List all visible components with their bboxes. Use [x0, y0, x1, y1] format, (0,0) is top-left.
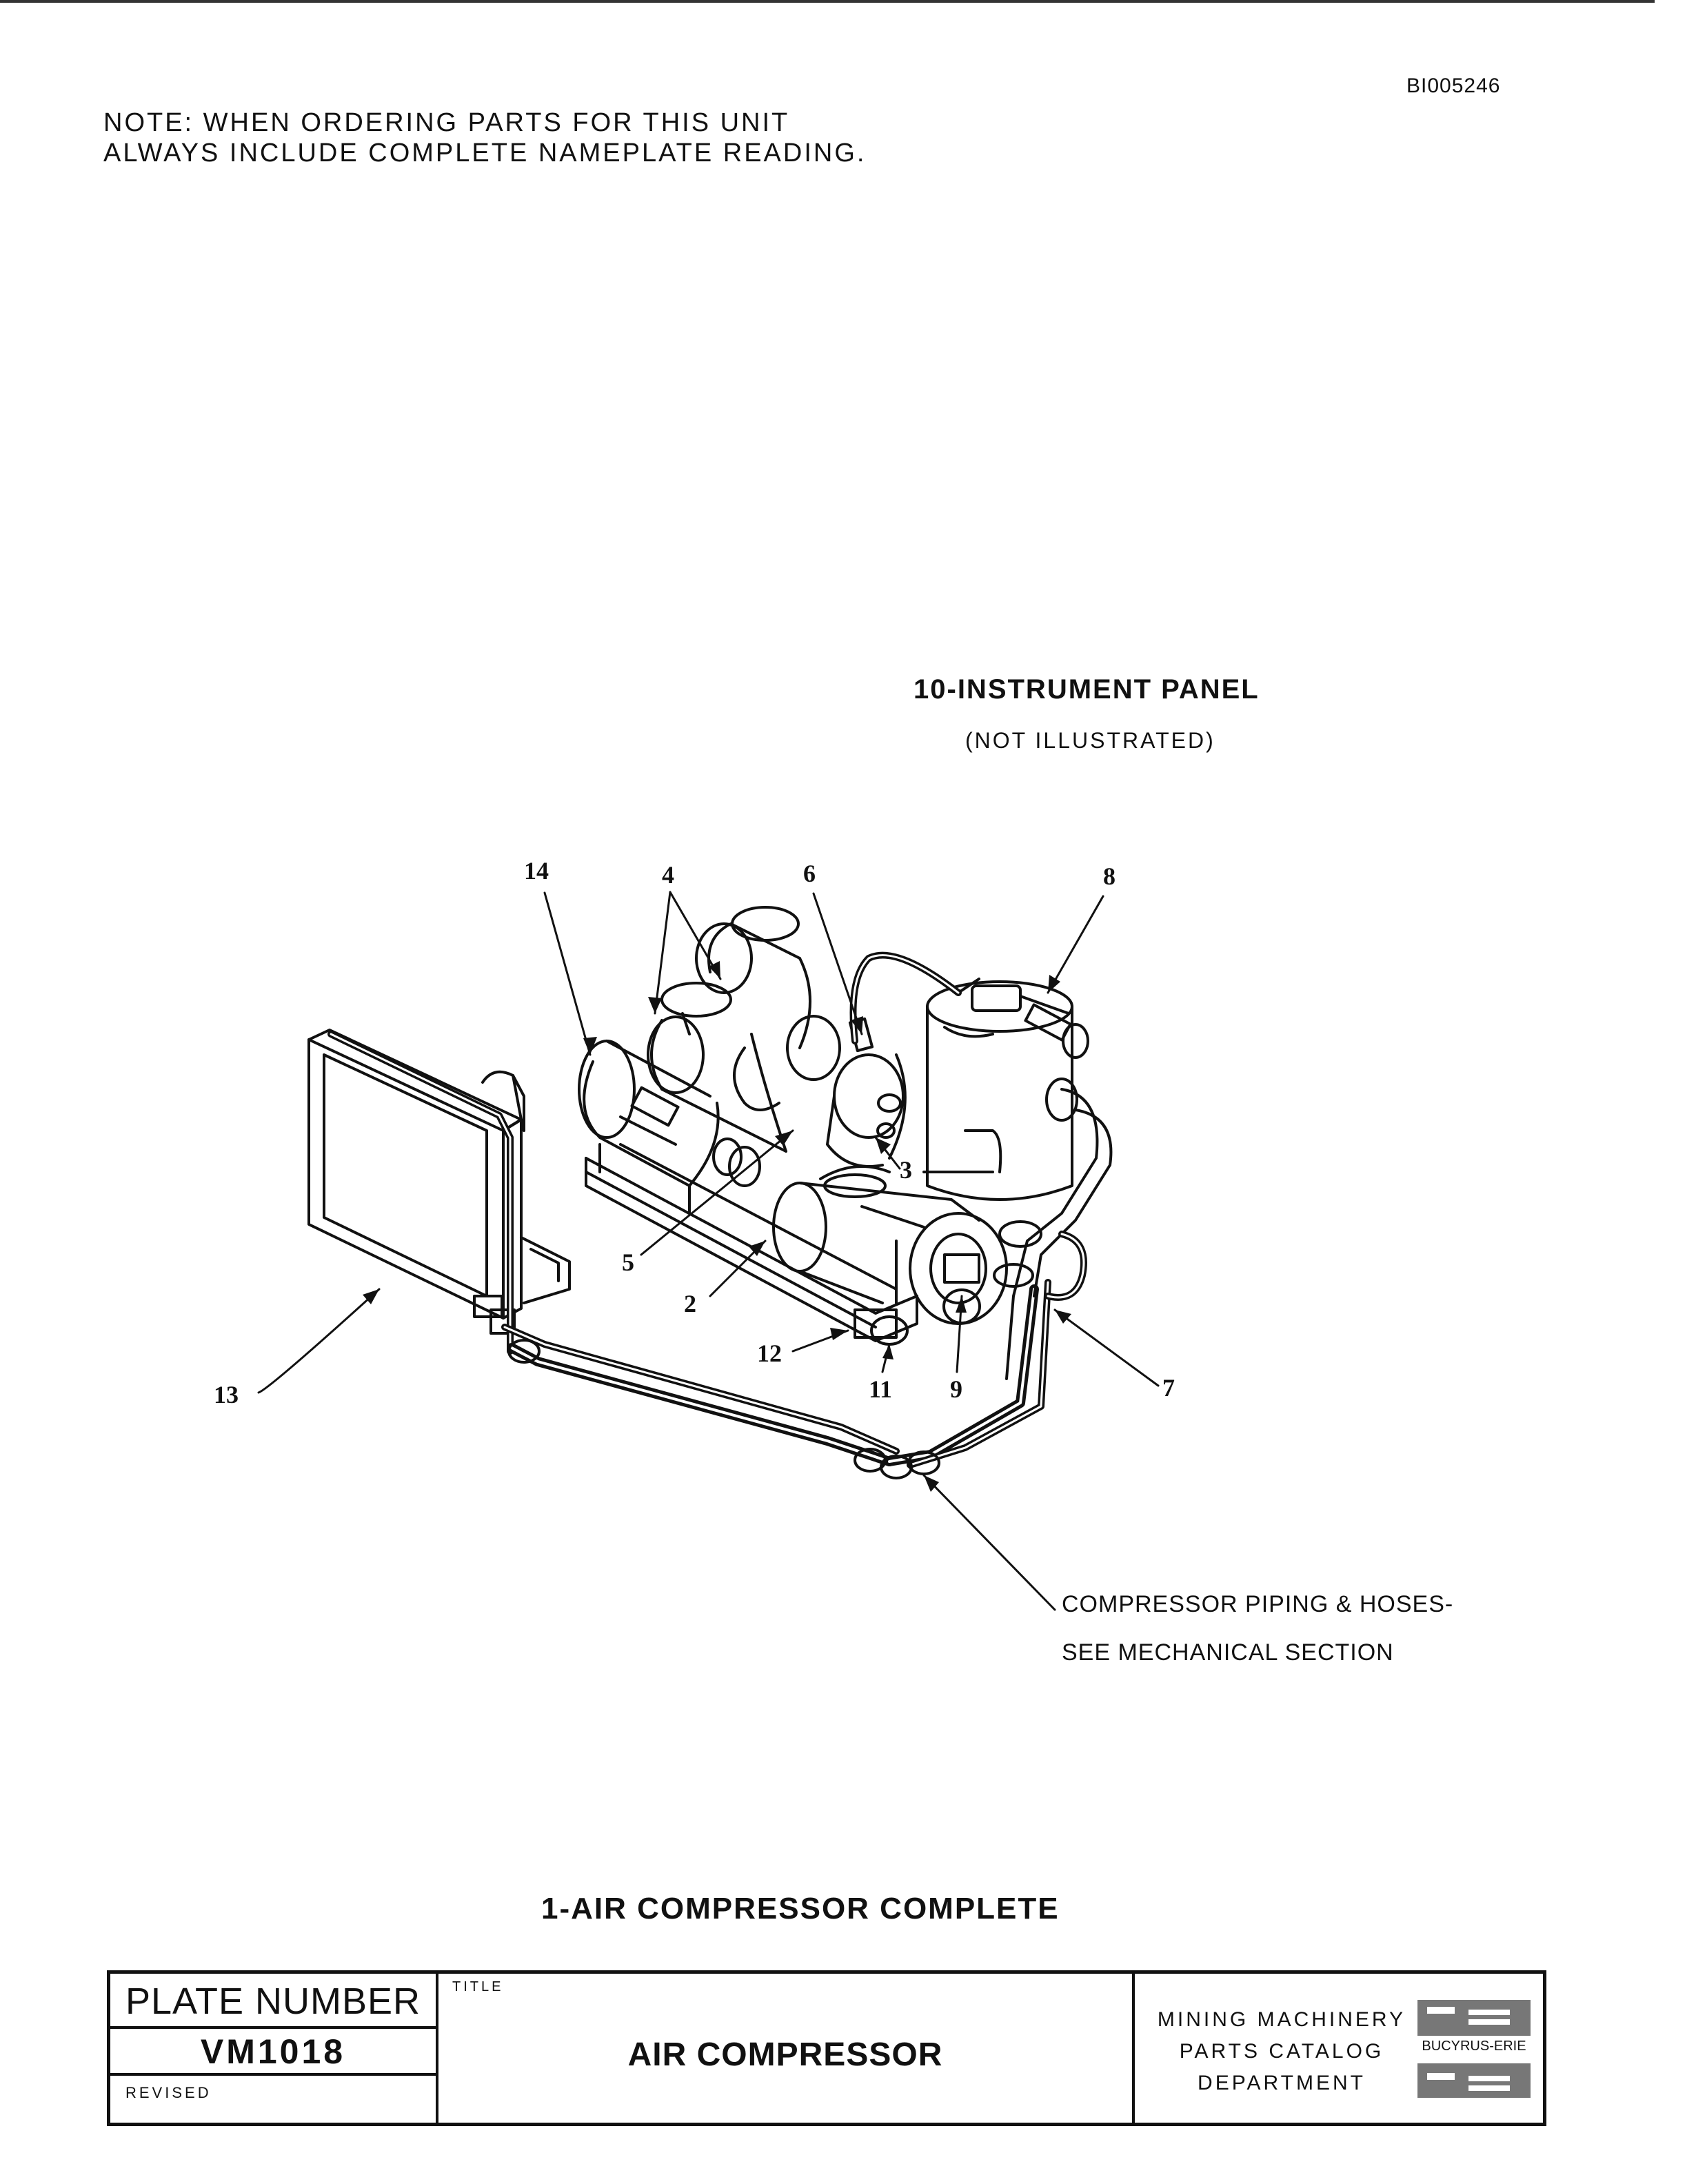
instrument-panel-title: 10-INSTRUMENT PANEL: [913, 674, 1260, 705]
callout-9: 9: [950, 1375, 962, 1403]
company-logo: BUCYRUS-ERIE: [1413, 1997, 1535, 2101]
piping-note-line-2: SEE MECHANICAL SECTION: [1062, 1639, 1394, 1666]
receiver-tank: [926, 978, 1089, 1201]
air-intake-filters: [647, 906, 841, 1153]
top-border-line: [0, 0, 1655, 3]
logo-text: BUCYRUS-ERIE: [1422, 2039, 1526, 2054]
ordering-note-line-2: ALWAYS INCLUDE COMPLETE NAMEPLATE READIN…: [103, 139, 867, 168]
cooler-radiator: [307, 1029, 571, 1335]
callout-4: 4: [662, 861, 674, 889]
document-title: AIR COMPRESSOR: [627, 2036, 943, 2073]
callout-13: 13: [214, 1381, 239, 1408]
callout-5: 5: [622, 1248, 634, 1276]
callout-6: 6: [803, 860, 816, 887]
callout-12: 12: [757, 1339, 782, 1367]
plate-number-section: PLATE NUMBER VM1018 REVISED: [110, 1974, 438, 2123]
department-line-2: PARTS CATALOG: [1179, 2040, 1384, 2063]
compressor-base-skid: [585, 1143, 918, 1342]
department-name: MINING MACHINERY PARTS CATALOG DEPARTMEN…: [1147, 2004, 1416, 2099]
ordering-note-line-1: NOTE: WHEN ORDERING PARTS FOR THIS UNIT: [103, 108, 790, 137]
callout-7: 7: [1162, 1374, 1175, 1402]
piping-note: COMPRESSOR PIPING & HOSES- SEE MECHANICA…: [1062, 1580, 1453, 1677]
department-line-3: DEPARTMENT: [1198, 2072, 1366, 2094]
instrument-panel-subtitle: (NOT ILLUSTRATED): [965, 728, 1215, 753]
piping-note-line-1: COMPRESSOR PIPING & HOSES-: [1062, 1591, 1454, 1617]
callout-3: 3: [900, 1156, 912, 1184]
callout-11: 11: [869, 1375, 893, 1403]
title-block: PLATE NUMBER VM1018 REVISED TITLE AIR CO…: [107, 1970, 1546, 2126]
logo-emblem-icon: [1417, 2000, 1531, 2098]
ordering-note: NOTE: WHEN ORDERING PARTS FOR THIS UNIT …: [103, 108, 866, 168]
callout-2: 2: [684, 1290, 696, 1317]
callout-14: 14: [524, 857, 549, 884]
plate-number-label: PLATE NUMBER: [110, 1974, 436, 2029]
callout-8: 8: [1103, 862, 1115, 890]
document-id: BI005246: [1406, 74, 1501, 97]
drive-motor: [578, 1040, 720, 1215]
department-section: MINING MACHINERY PARTS CATALOG DEPARTMEN…: [1135, 1974, 1544, 2123]
department-line-1: MINING MACHINERY: [1157, 2008, 1406, 2031]
assembly-caption: 1-AIR COMPRESSOR COMPLETE: [541, 1892, 1060, 1925]
revised-label: REVISED: [125, 2084, 212, 2101]
plate-number-value: VM1018: [110, 2029, 436, 2076]
title-label: TITLE: [452, 1979, 504, 1994]
compressor-airend: [772, 1165, 1008, 1325]
title-section: TITLE AIR COMPRESSOR: [438, 1974, 1135, 2123]
